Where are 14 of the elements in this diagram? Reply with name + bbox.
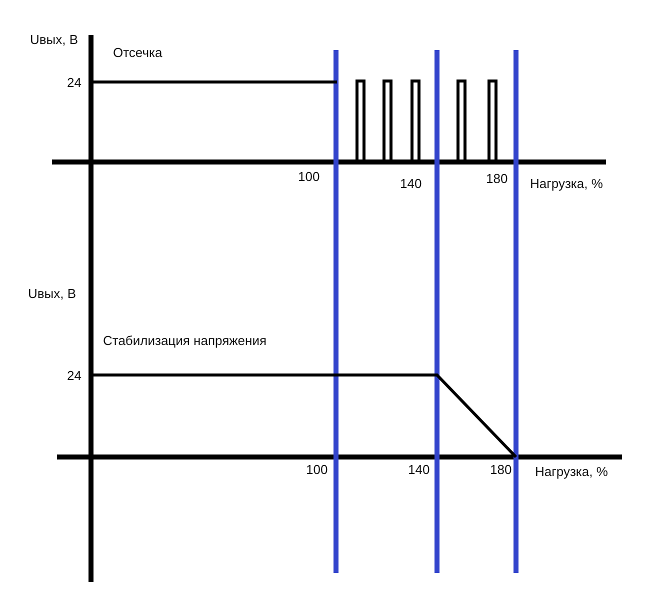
axis-title: Нагрузка, %: [530, 176, 603, 191]
chart-title: Стабилизация напряжения: [103, 333, 267, 348]
axis-title: Uвых, В: [28, 286, 76, 301]
tick-label: 24: [67, 368, 82, 383]
tick-label: 140: [408, 462, 430, 477]
tick-label: 180: [490, 462, 512, 477]
tick-label: 24: [67, 75, 82, 90]
chart-title: Отсечка: [113, 45, 162, 60]
tick-label: 100: [306, 462, 328, 477]
tick-label: 140: [400, 176, 422, 191]
tick-label: 180: [486, 171, 508, 186]
axis-title: Нагрузка, %: [535, 464, 608, 479]
axis-title: Uвых, В: [30, 32, 78, 47]
tick-label: 100: [298, 169, 320, 184]
